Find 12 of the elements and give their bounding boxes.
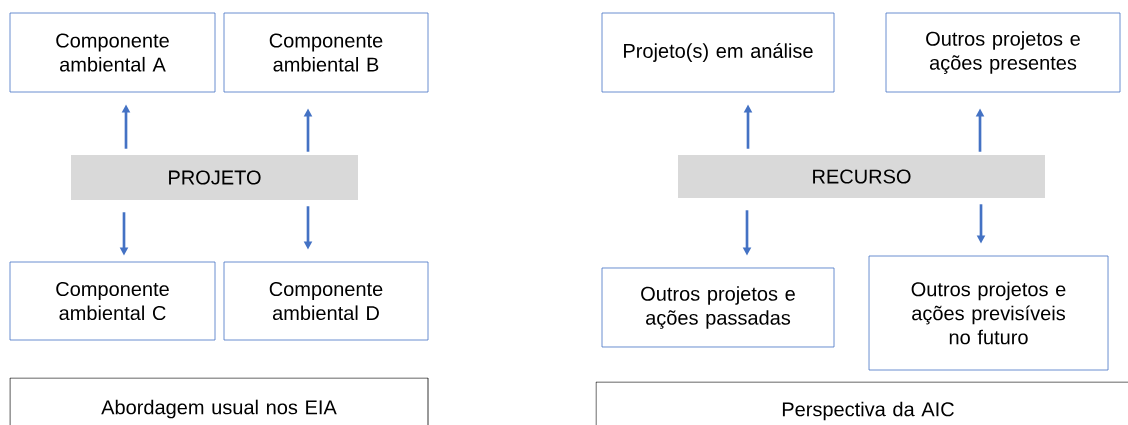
text-box: Componente ambiental C [9, 261, 216, 341]
text-box: Projeto(s) em análise [601, 12, 835, 93]
caption-box: Abordagem usual nos EIA [9, 377, 429, 425]
caption-box: Perspectiva da AIC [595, 381, 1128, 425]
text-box: Outros projetos e ações presentes [885, 12, 1121, 93]
text-box: Componente ambiental B [223, 12, 429, 93]
text-box: Outros projetos e ações previsíveis no futuro [868, 255, 1109, 371]
band: PROJETO [71, 155, 358, 200]
text-box: Componente ambiental D [223, 261, 429, 341]
text-box: Componente ambiental A [9, 12, 216, 93]
band: RECURSO [678, 155, 1045, 198]
text-box: Outros projetos e ações passadas [601, 267, 835, 348]
